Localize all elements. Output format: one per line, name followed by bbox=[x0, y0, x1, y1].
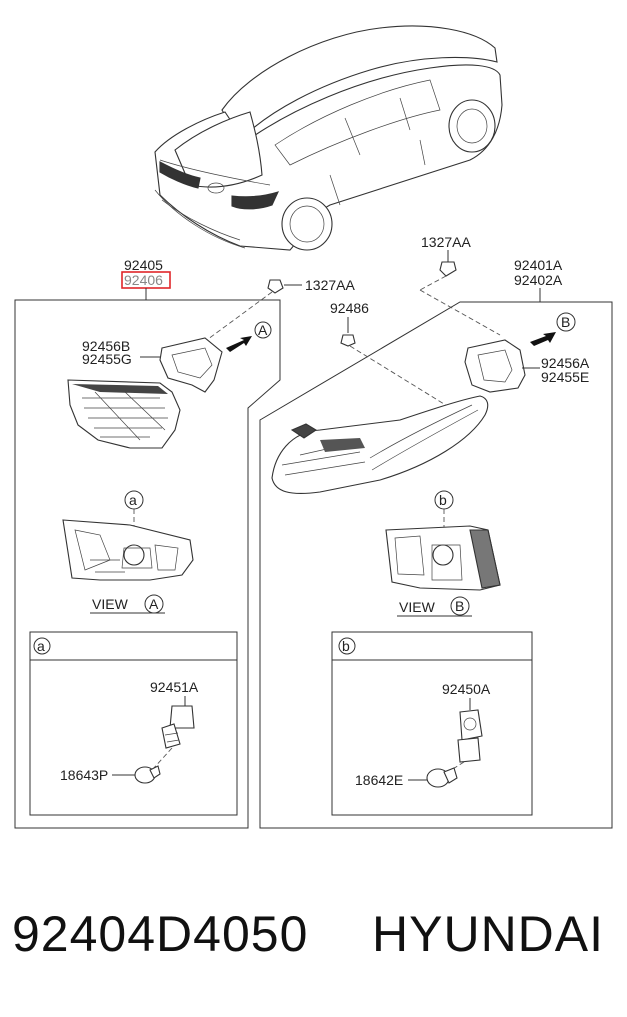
label-92406: 92406 bbox=[124, 272, 163, 288]
label-92456a: 92456A bbox=[541, 355, 590, 371]
footer: 92404D4050 HYUNDAI bbox=[0, 905, 627, 975]
label-92401a: 92401A bbox=[514, 257, 563, 273]
inner-lamp-back-view bbox=[62, 519, 194, 581]
label-92455g: 92455G bbox=[82, 351, 132, 367]
detail-a-marker: a bbox=[37, 638, 45, 654]
view-b-marker: B bbox=[455, 598, 464, 614]
bulb-right bbox=[426, 767, 458, 788]
detail-a-box bbox=[29, 631, 238, 816]
bolt-icon bbox=[340, 334, 356, 347]
left-panel-outline bbox=[14, 299, 281, 829]
label-18643p: 18643P bbox=[60, 767, 108, 783]
marker-a: A bbox=[258, 322, 268, 338]
marker-b: B bbox=[561, 314, 570, 330]
detail-b-box bbox=[331, 631, 533, 816]
label-18642e: 18642E bbox=[355, 772, 403, 788]
marker-a-circle bbox=[254, 321, 272, 339]
label-92451a: 92451A bbox=[150, 679, 199, 695]
car-illustration bbox=[154, 25, 503, 251]
detail-a-circle bbox=[33, 637, 51, 655]
label-1327aa-right: 1327AA bbox=[421, 234, 471, 250]
marker-b-circle bbox=[556, 312, 576, 332]
brand-name: HYUNDAI bbox=[372, 906, 605, 962]
view-b-label: VIEW bbox=[399, 599, 436, 615]
socket-right bbox=[457, 709, 483, 763]
outer-tail-lamp bbox=[271, 395, 489, 495]
socket-left bbox=[161, 705, 195, 749]
label-92455e: 92455E bbox=[541, 369, 589, 385]
label-92402a: 92402A bbox=[514, 272, 563, 288]
nut-icon-right bbox=[439, 261, 457, 277]
arrow-icon-b bbox=[530, 332, 556, 346]
label-92486: 92486 bbox=[330, 300, 369, 316]
nut-icon-left bbox=[267, 279, 284, 294]
detail-b-circle bbox=[338, 637, 356, 655]
outer-lamp-back-view bbox=[385, 525, 501, 591]
view-b-circle bbox=[450, 596, 470, 616]
part-number: 92404D4050 bbox=[12, 906, 309, 962]
gasket-left bbox=[159, 337, 223, 393]
detail-a-marker-top: a bbox=[129, 492, 137, 508]
label-92450a: 92450A bbox=[442, 681, 491, 697]
right-panel-outline bbox=[259, 301, 613, 829]
gasket-right bbox=[464, 339, 526, 393]
label-92456b: 92456B bbox=[82, 338, 130, 354]
inner-tail-lamp bbox=[67, 379, 181, 449]
view-a-marker: A bbox=[149, 596, 159, 612]
bulb-left bbox=[134, 765, 161, 784]
detail-b-marker: b bbox=[342, 638, 350, 654]
view-a-label: VIEW bbox=[92, 596, 129, 612]
detail-b-marker-top: b bbox=[439, 492, 447, 508]
arrow-icon-a bbox=[226, 336, 252, 352]
label-92405: 92405 bbox=[124, 257, 163, 273]
label-1327aa-left: 1327AA bbox=[305, 277, 355, 293]
